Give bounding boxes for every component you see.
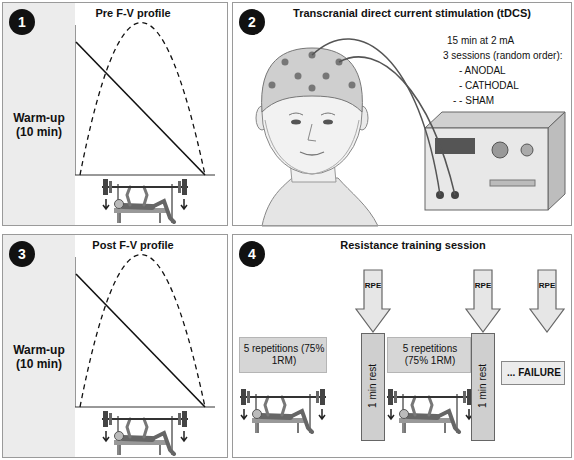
tdcs-head-illustration-part — [309, 85, 316, 92]
rpe-arrow: RPE — [465, 269, 501, 333]
electrode-cable-part — [312, 39, 440, 195]
tdcs-head-illustration-part — [262, 178, 378, 226]
rest-bar: 1 min rest — [361, 333, 385, 441]
tdcs-head-illustration-part — [265, 120, 359, 174]
rpe-arrow: RPE — [355, 269, 391, 333]
step-number: 1 — [9, 9, 35, 35]
set-box: 5 repetitions (75% 1RM) — [387, 337, 471, 373]
step-panel: Pre F-V profile 1Warm-up (10 min) — [2, 2, 228, 226]
failure-label: ... FAILURE — [504, 367, 564, 379]
panel-heading: Resistance training session — [263, 239, 563, 252]
bench-press-figure — [240, 389, 326, 433]
warm-up-band: Warm-up (10 min) — [3, 235, 75, 457]
tdcs-head-illustration-part — [323, 120, 333, 125]
protocol-line: - ANODAL — [459, 65, 506, 77]
tdcs-head-illustration-part — [323, 73, 330, 80]
tdcs-head-illustration-part — [349, 82, 356, 89]
protocol-line: - - SHAM — [453, 95, 494, 107]
tdcs-head-illustration-part — [282, 59, 289, 66]
stimulator-device-part — [521, 144, 533, 156]
step-number-text: 2 — [239, 14, 265, 31]
panel-heading: Post F-V profile — [63, 239, 203, 252]
rpe-label: RPE — [465, 281, 501, 291]
arrow-shape — [356, 270, 390, 332]
arrow-shape — [530, 270, 564, 332]
electrode-cable-part — [339, 57, 455, 195]
tdcs-head-illustration-part — [291, 120, 301, 125]
step-panel: Transcranial direct current stimulation … — [232, 2, 572, 226]
set-label: 5 repetitions (75% 1RM) — [243, 343, 325, 367]
panel-heading: Transcranial direct current stimulation … — [253, 7, 571, 20]
arrow-shape — [466, 270, 500, 332]
tdcs-head-illustration-part — [295, 73, 302, 80]
step-number: 3 — [9, 241, 35, 267]
step-number-text: 3 — [9, 246, 35, 263]
stimulator-device-part — [425, 128, 548, 210]
rpe-arrow: RPE — [529, 269, 565, 333]
step-panel: Post F-V profile 3Warm-up (10 min) — [2, 234, 228, 458]
bench-press-figure — [387, 389, 473, 433]
post-fv-graph — [75, 255, 215, 456]
tdcs-head-illustration-part — [289, 113, 335, 115]
stimulator-device-part — [490, 180, 535, 186]
arrow-outline — [465, 269, 501, 333]
protocol-line: 3 sessions (random order): — [443, 50, 563, 62]
protocol-line: 15 min at 2 mA — [447, 35, 514, 47]
warm-up-band: Warm-up (10 min) — [3, 3, 75, 225]
electrode-cable — [312, 39, 455, 195]
stimulator-device-part — [548, 112, 565, 210]
step-panel: Resistance training session4 5 repetition… — [232, 234, 572, 458]
arrow-outline — [529, 269, 565, 333]
pre-fv-graph — [75, 23, 215, 224]
arrow-outline — [355, 269, 391, 333]
rpe-label: RPE — [355, 281, 391, 291]
rest-label: 1 min rest — [477, 364, 489, 408]
step-number-text: 4 — [239, 246, 265, 263]
tdcs-head-illustration-part — [300, 152, 324, 155]
set-box: 5 repetitions (75% 1RM) — [239, 337, 327, 373]
rest-bar: 1 min rest — [471, 333, 495, 441]
tdcs-head-illustration-part — [262, 48, 363, 112]
warm-up-label: Warm-up (10 min) — [9, 343, 69, 372]
tdcs-head-illustration — [256, 48, 378, 226]
protocol-line: - CATHODAL — [459, 80, 519, 92]
tdcs-head-illustration-part — [308, 124, 316, 141]
stimulator-device-part — [425, 112, 565, 128]
rest-label: 1 min rest — [367, 364, 379, 408]
panel-heading: Pre F-V profile — [63, 7, 203, 20]
set-label: 5 repetitions (75% 1RM) — [391, 343, 469, 367]
rpe-label: RPE — [529, 281, 565, 291]
step-number: 2 — [239, 9, 265, 35]
step-number-text: 1 — [9, 14, 35, 31]
warm-up-label: Warm-up (10 min) — [9, 111, 69, 140]
tdcs-head-illustration-part — [269, 82, 276, 89]
failure-box: ... FAILURE — [501, 361, 565, 385]
step-number: 4 — [239, 241, 265, 267]
stimulator-device-part — [492, 142, 508, 158]
